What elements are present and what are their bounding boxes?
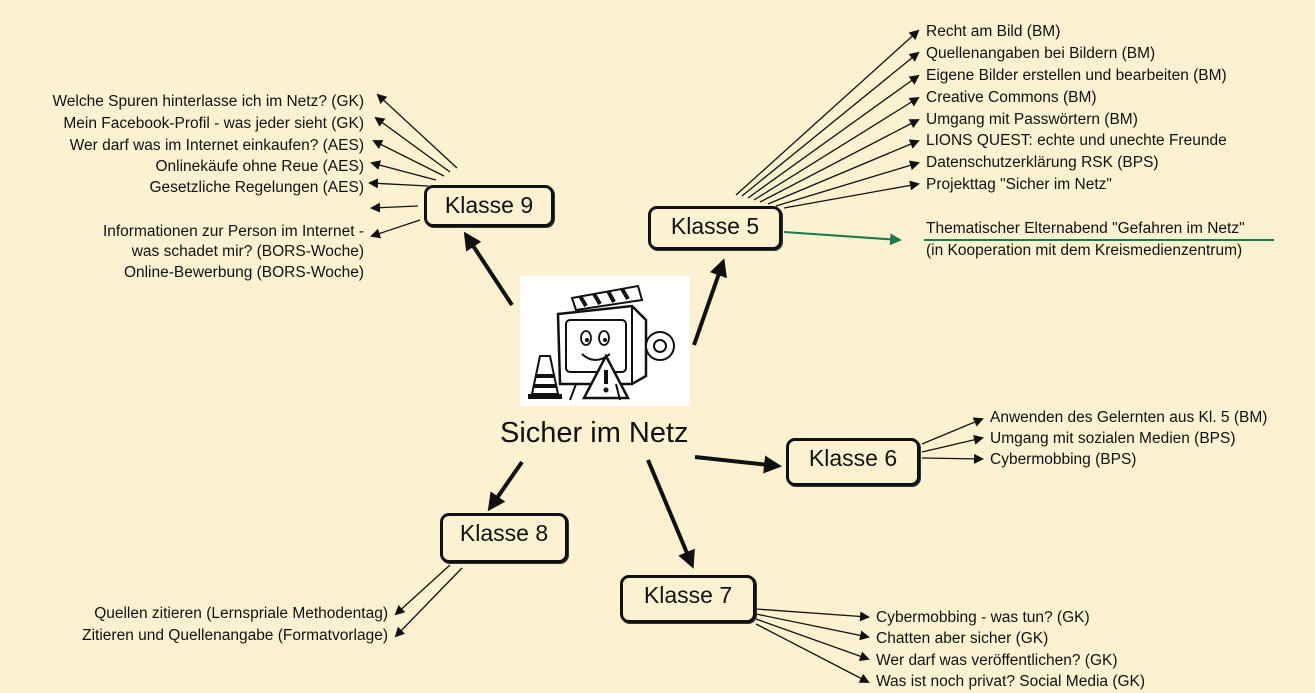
list-item: Quellen zitieren (Lernspriale Methodenta… bbox=[94, 605, 388, 622]
computer-mascot-warning-icon bbox=[520, 276, 690, 406]
list-item: Creative Commons (BM) bbox=[926, 89, 1097, 106]
highlight-item-line2: (in Kooperation mit dem Kreismedienzentr… bbox=[926, 242, 1243, 259]
list-item: Zitieren und Quellenangabe (Formatvorlag… bbox=[82, 627, 388, 644]
list-item: Cybermobbing - was tun? (GK) bbox=[876, 609, 1090, 626]
list-item: Was ist noch privat? Social Media (GK) bbox=[876, 673, 1146, 690]
list-item: Datenschutzerklärung RSK (BPS) bbox=[926, 154, 1159, 171]
list-item: Umgang mit Passwörtern (BM) bbox=[926, 111, 1138, 128]
list-item: Recht am Bild (BM) bbox=[926, 23, 1061, 40]
list-item: Projekttag "Sicher im Netz" bbox=[926, 176, 1112, 193]
node-klasse-7: Klasse 7 bbox=[620, 575, 756, 623]
list-item: Quellenangaben bei Bildern (BM) bbox=[926, 45, 1156, 62]
list-item: Welche Spuren hinterlasse ich im Netz? (… bbox=[52, 93, 364, 110]
list-item: was schadet mir? (BORS-Woche) bbox=[131, 243, 364, 260]
main-arrows bbox=[463, 231, 782, 569]
list-item: Umgang mit sozialen Medien (BPS) bbox=[990, 430, 1236, 447]
list-item: Anwenden des Gelernten aus Kl. 5 (BM) bbox=[990, 409, 1268, 426]
list-item: Gesetzliche Regelungen (AES) bbox=[149, 179, 364, 196]
node-klasse-9: Klasse 9 bbox=[424, 185, 554, 227]
list-item: Onlinekäufe ohne Reue (AES) bbox=[155, 158, 364, 175]
highlight-item-line1: Thematischer Elternabend "Gefahren im Ne… bbox=[926, 220, 1245, 237]
node-klasse-5: Klasse 5 bbox=[648, 206, 782, 250]
list-item: Online-Bewerbung (BORS-Woche) bbox=[123, 264, 364, 281]
list-item: Wer darf was veröffentlichen? (GK) bbox=[876, 652, 1118, 669]
list-item: LIONS QUEST: echte und unechte Freunde bbox=[926, 132, 1227, 149]
node-klasse-8: Klasse 8 bbox=[440, 513, 568, 563]
list-item: Eigene Bilder erstellen und bearbeiten (… bbox=[926, 67, 1227, 84]
list-item: Informationen zur Person im Internet - bbox=[102, 223, 364, 240]
node-klasse-6: Klasse 6 bbox=[786, 438, 920, 486]
list-item: Mein Facebook-Profil - was jeder sieht (… bbox=[63, 115, 364, 132]
center-title: Sicher im Netz bbox=[500, 417, 689, 449]
list-item: Chatten aber sicher (GK) bbox=[876, 630, 1049, 647]
list-item: Wer darf was im Internet einkaufen? (AES… bbox=[69, 137, 364, 154]
list-item: Cybermobbing (BPS) bbox=[990, 451, 1137, 468]
